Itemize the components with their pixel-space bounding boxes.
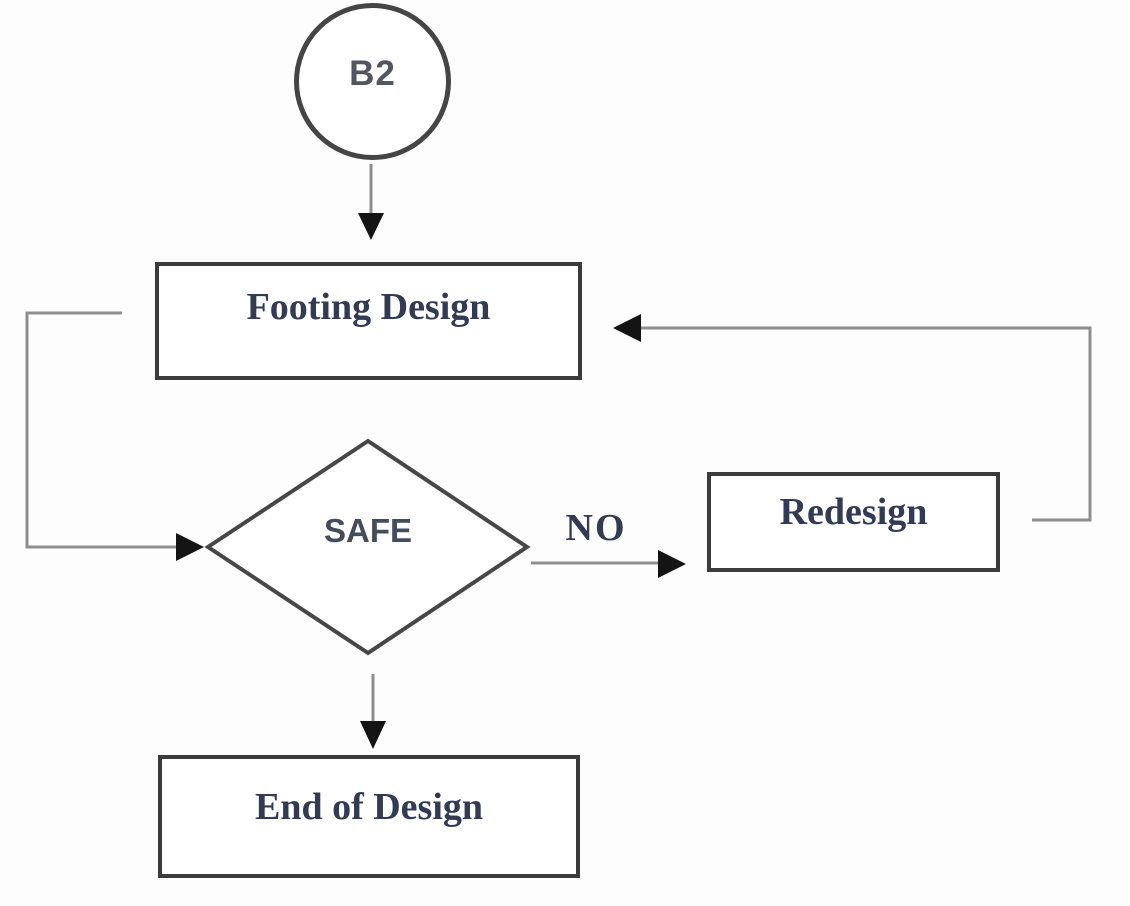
arrowhead-right-icon [176,533,204,561]
node-b2-connector: B2 [294,3,451,160]
edge-safe-no-to-redesign [531,550,686,578]
no-branch-label: NO [565,507,627,549]
b2-connector-label: B2 [349,53,396,93]
edge-footing-to-safe-left-loop [25,311,204,561]
edge-safe-to-end [360,674,386,749]
edge-line [636,326,1092,522]
edge-line [25,311,179,549]
arrowhead-right-icon [658,550,686,578]
node-redesign: Redesign [707,472,1000,572]
safe-decision-label: SAFE [323,512,412,549]
node-end-of-design: End of Design [158,755,580,878]
arrowhead-down-icon [358,213,384,240]
edge-b2-to-footing [358,164,384,240]
arrowhead-left-icon [613,314,641,342]
node-footing-design: Footing Design [155,262,582,380]
footing-design-label: Footing Design [246,286,491,328]
edge-redesign-to-footing-loop [613,314,1092,522]
decision-diamond-shape [204,438,531,656]
arrowhead-down-icon [360,721,386,749]
redesign-label: Redesign [779,491,928,533]
end-of-design-label: End of Design [254,785,484,828]
